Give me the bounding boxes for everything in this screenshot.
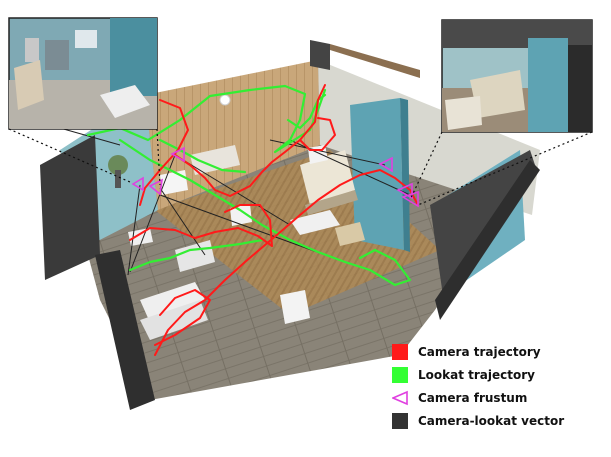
camera-frustums: [131, 146, 419, 208]
inset-connectors: [8, 128, 593, 206]
lookat-trajectory-swatch: [392, 366, 408, 383]
camera-lookat-vectors: [59, 127, 411, 276]
legend-item-lookat-trajectory: Lookat trajectory: [392, 363, 602, 386]
legend-label: Camera trajectory: [418, 344, 541, 359]
camera-frustum-icon: [392, 390, 408, 405]
room-furniture: [108, 94, 365, 340]
legend-item-camera-trajectory: Camera trajectory: [392, 340, 602, 363]
camera-trajectory-swatch: [392, 343, 408, 360]
legend: Camera trajectory Lookat trajectory Came…: [392, 340, 602, 432]
inset-view-right: [441, 19, 593, 133]
room-walls: [40, 40, 540, 410]
legend-label: Camera frustum: [418, 390, 528, 405]
camera-lookat-vector-swatch: [392, 412, 408, 429]
inset-view-left: [8, 17, 158, 130]
camera-trajectory: [129, 84, 419, 356]
legend-label: Camera-lookat vector: [418, 413, 565, 428]
legend-label: Lookat trajectory: [418, 367, 535, 382]
legend-item-camera-lookat-vector: Camera-lookat vector: [392, 409, 602, 432]
legend-item-camera-frustum: Camera frustum: [392, 386, 602, 409]
